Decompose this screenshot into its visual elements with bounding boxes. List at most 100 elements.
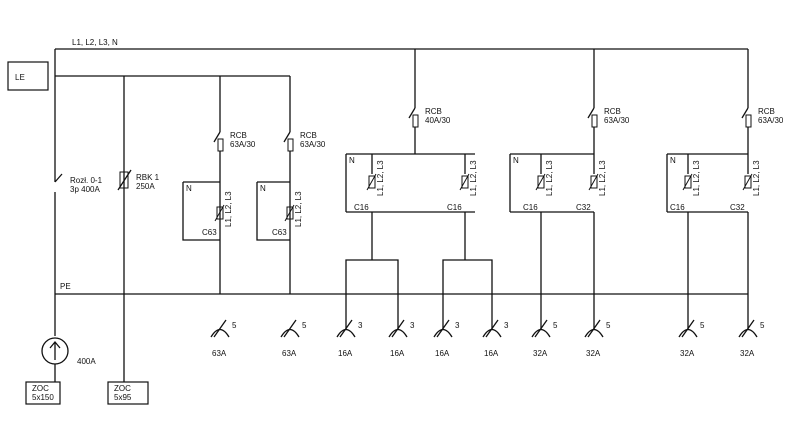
splitter-bracket (442, 259, 493, 330)
rcb-coil (287, 138, 294, 152)
main-switch-line2: 3p 400A (70, 185, 100, 194)
socket-number: 3 (504, 321, 509, 330)
zoc-right-line2: 5x95 (114, 393, 132, 402)
socket-stroke (436, 319, 450, 338)
group-n-label: N (186, 184, 192, 193)
socket-number: 5 (232, 321, 237, 330)
socket-symbol (678, 328, 698, 338)
rcb-label-line1: RCB (604, 107, 621, 116)
rcb-coil (591, 114, 598, 128)
rbk-fuse (119, 171, 129, 189)
rcb-label-line2: 63A/30 (300, 140, 326, 149)
rbk-line1: RBK 1 (136, 173, 160, 182)
rcb-label-line1: RCB (230, 131, 247, 140)
breaker-symbol (286, 206, 294, 220)
socket-rating: 32A (740, 349, 755, 358)
socket-stroke (681, 319, 695, 338)
socket-symbol (388, 328, 408, 338)
breaker-symbol (461, 175, 469, 189)
breaker-label: C16 (523, 203, 538, 212)
splitter-bracket (345, 259, 399, 330)
socket-rating: 16A (484, 349, 499, 358)
socket-stroke (741, 319, 755, 338)
breaker-symbol (744, 175, 752, 189)
rbk-line2: 250A (136, 182, 155, 191)
breaker-symbol (590, 175, 598, 189)
le-box (7, 61, 49, 91)
breaker-label: C16 (447, 203, 462, 212)
socket-number: 5 (553, 321, 558, 330)
breaker-symbol (368, 175, 376, 189)
group-n-label: N (349, 156, 355, 165)
breaker-diagonal (459, 173, 470, 191)
group-n-label: N (260, 184, 266, 193)
socket-number: 3 (358, 321, 363, 330)
breaker-phase-label: L1, L2, L3 (294, 191, 303, 227)
meter-label: 400A (77, 357, 96, 366)
socket-number: 3 (455, 321, 460, 330)
rcb-layer: RCB63A/30RCB63A/30RCB40A/30RCB63A/30RCB6… (213, 49, 784, 154)
breaker-label: C16 (354, 203, 369, 212)
breaker-diagonal (682, 173, 693, 191)
breaker-phase-label: L1, L2, L3 (469, 160, 478, 196)
breaker-diagonal (742, 173, 753, 191)
rcb-blade (408, 107, 416, 119)
socket-symbol (336, 328, 356, 338)
breaker-label: C63 (202, 228, 217, 237)
socket-rating: 32A (586, 349, 601, 358)
rcb-label-line2: 63A/30 (758, 116, 784, 125)
socket-symbol (738, 328, 758, 338)
bus-label: L1, L2, L3, N (72, 38, 118, 47)
rcb-label-line2: 63A/30 (230, 140, 256, 149)
socket-rating: 32A (533, 349, 548, 358)
socket-stroke (213, 319, 227, 338)
socket-stroke (391, 319, 405, 338)
socket-number: 5 (700, 321, 705, 330)
rcb-coil (412, 114, 419, 128)
main-switch-line1: Rozł. 0-1 (70, 176, 103, 185)
breaker-diagonal (588, 173, 599, 191)
socket-symbol (280, 328, 300, 338)
group-layer: N L1, L2, L3 C63 N L1, L2, L3 C63 N L1, L2, L3 C… (182, 153, 761, 330)
group-n-label: N (513, 156, 519, 165)
breaker-diagonal (535, 173, 546, 191)
socket-rating: 63A (212, 349, 227, 358)
le-label: LE (15, 73, 25, 82)
main-switch-blade (54, 173, 63, 183)
group-n-label: N (670, 156, 676, 165)
breaker-phase-label: L1, L2, L3 (224, 191, 233, 227)
socket-rating: 63A (282, 349, 297, 358)
socket-rating: 16A (338, 349, 353, 358)
zoc-right-box (107, 381, 149, 405)
breaker-phase-label: L1, L2, L3 (376, 160, 385, 196)
breaker-symbol (537, 175, 545, 189)
socket-stroke (339, 319, 353, 338)
socket-stroke (283, 319, 297, 338)
breaker-label: C32 (730, 203, 745, 212)
rcb-label-line1: RCB (758, 107, 775, 116)
breaker-label: C63 (272, 228, 287, 237)
breaker-label: C32 (576, 203, 591, 212)
rbk-diagonal (117, 169, 132, 191)
socket-symbol (531, 328, 551, 338)
socket-stroke (485, 319, 499, 338)
socket-number: 3 (410, 321, 415, 330)
socket-symbol (210, 328, 230, 338)
rcb-blade (283, 131, 291, 143)
socket-rating: 32A (680, 349, 695, 358)
rcb-label-line2: 63A/30 (604, 116, 630, 125)
group-n-line (182, 182, 220, 241)
pe-label: PE (60, 282, 71, 291)
breaker-symbol (216, 206, 224, 220)
rcb-blade (587, 107, 595, 119)
breaker-symbol (684, 175, 692, 189)
breaker-diagonal (366, 173, 377, 191)
rcb-blade (213, 131, 221, 143)
zoc-left-line2: 5x150 (32, 393, 54, 402)
rcb-label-line1: RCB (425, 107, 442, 116)
group-n-line (256, 182, 290, 241)
breaker-phase-label: L1, L2, L3 (598, 160, 607, 196)
socket-number: 5 (606, 321, 611, 330)
